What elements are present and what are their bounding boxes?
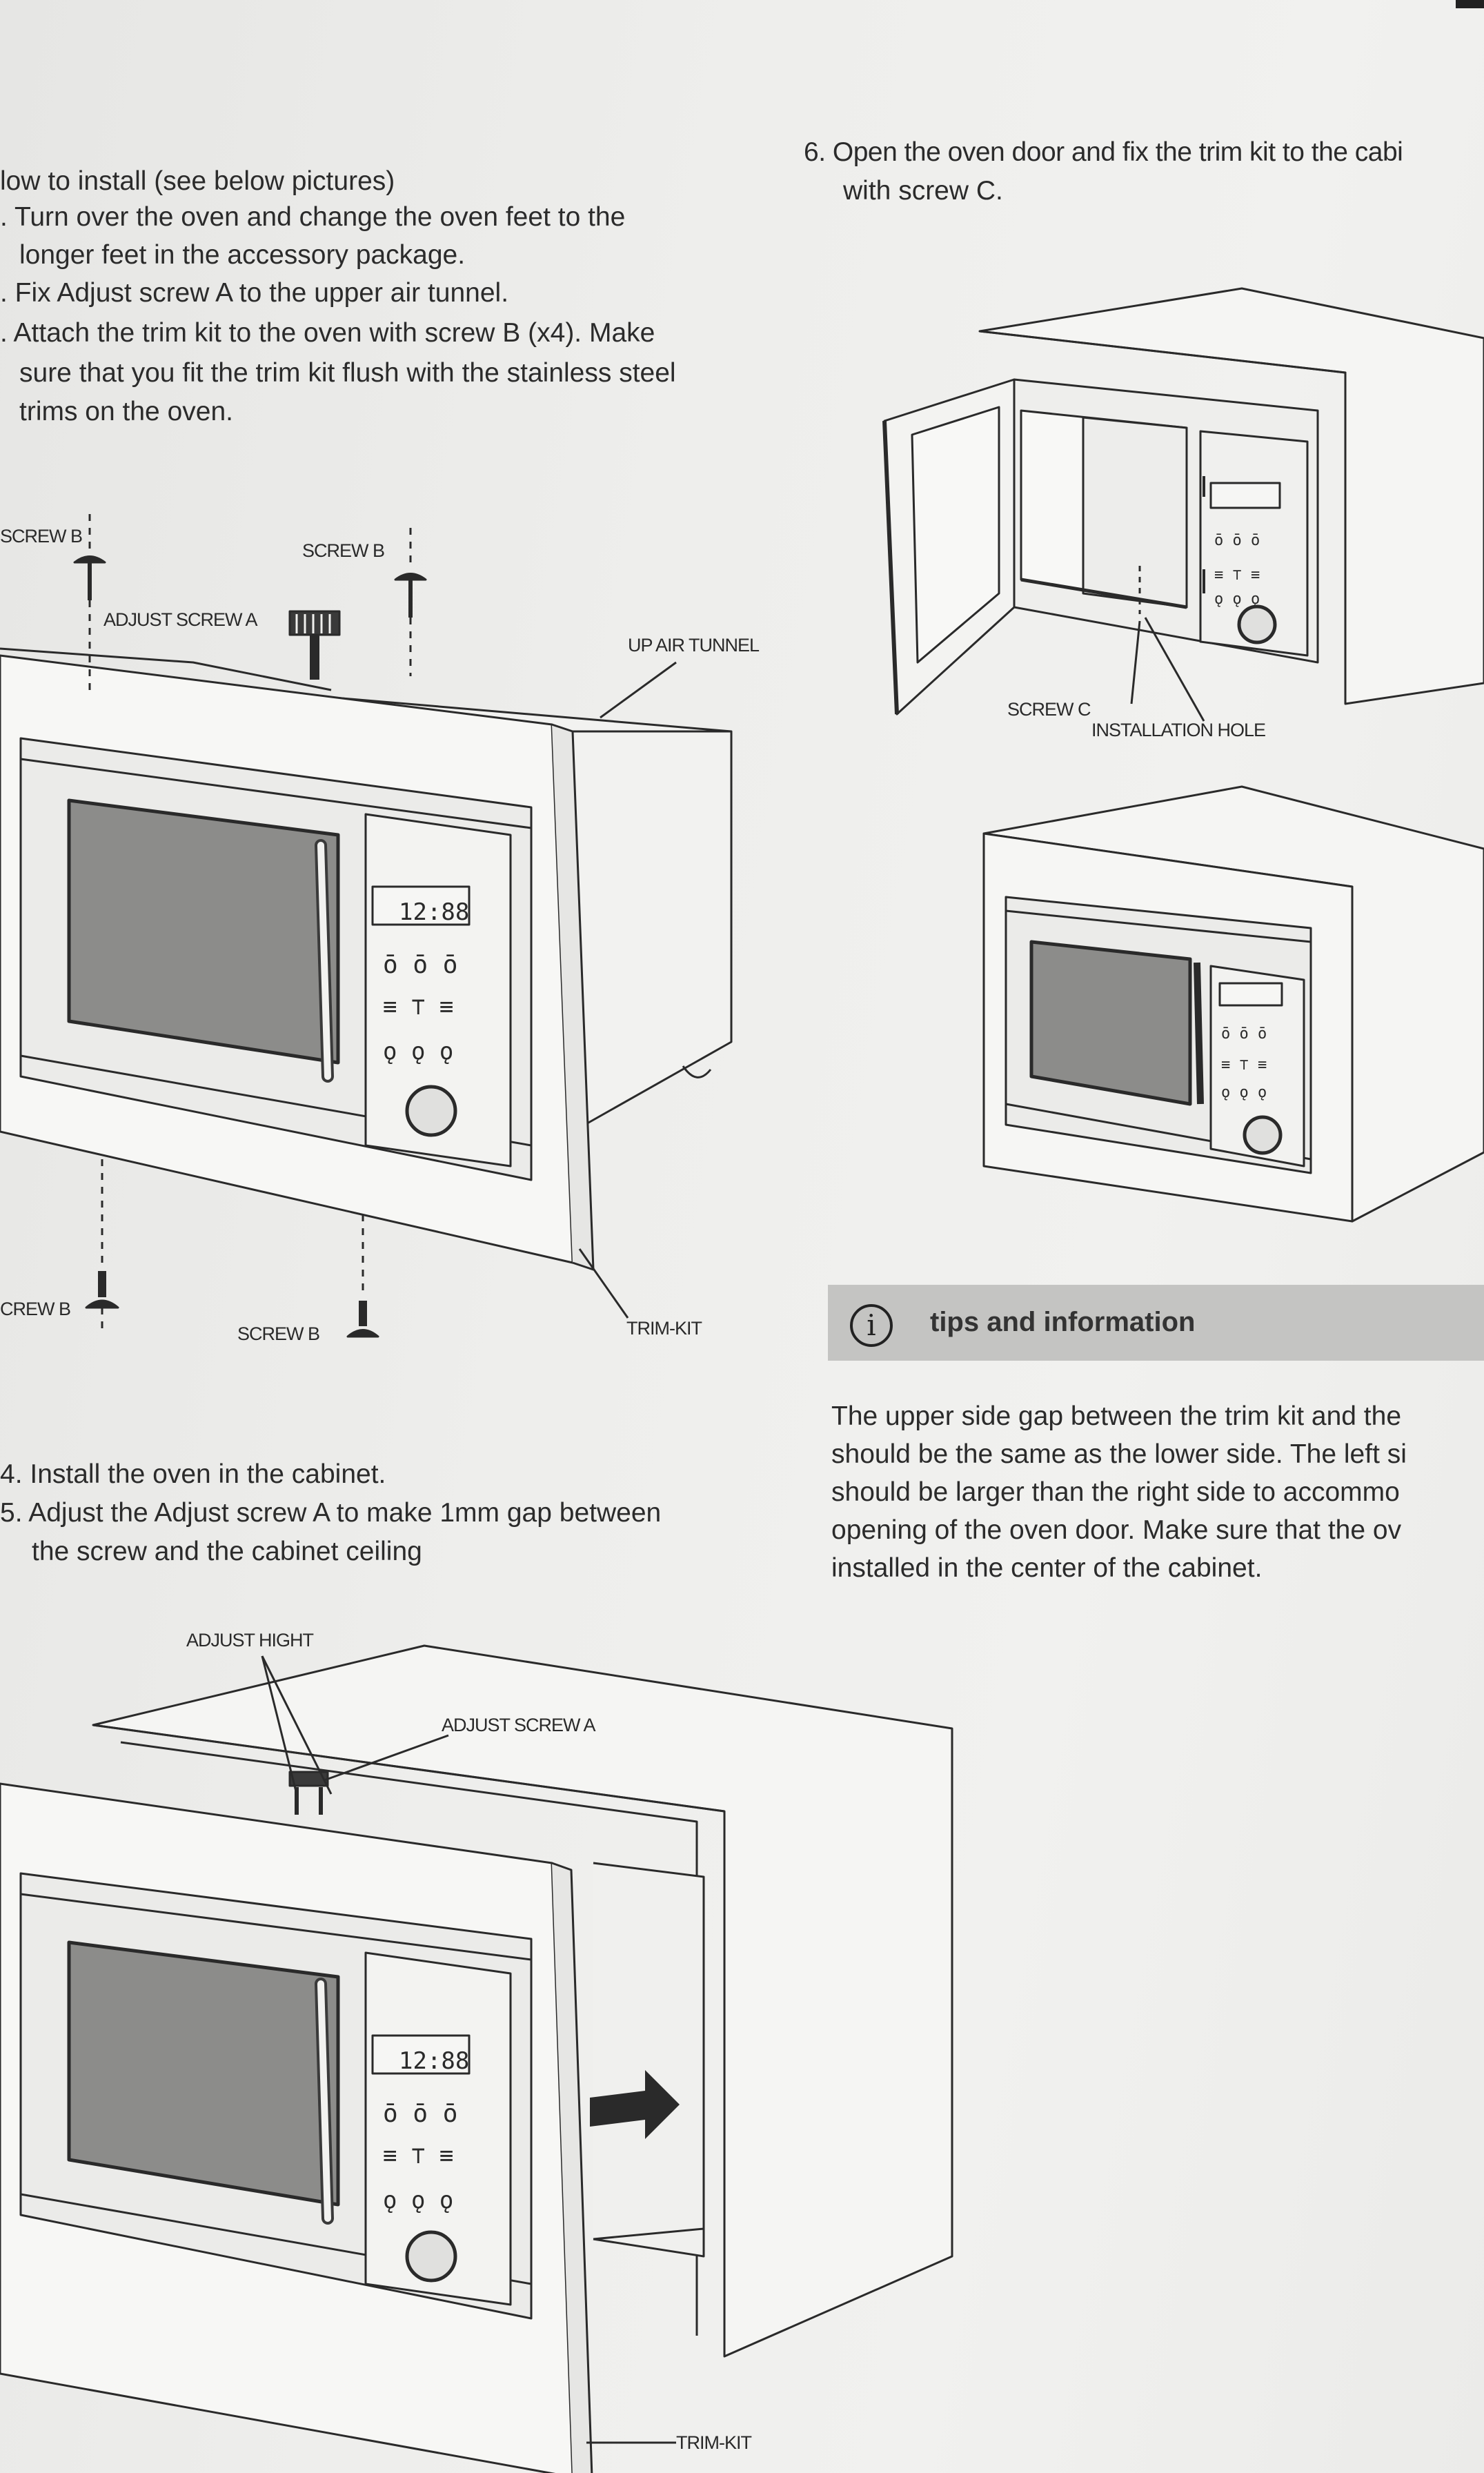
figure-1-button-row-3: ǫ ǫ ǫ xyxy=(383,1038,453,1065)
tips-line-5: installed in the center of the cabinet. xyxy=(831,1553,1263,1583)
figure-3-button-row-2: ≡ ⊤ ≡ xyxy=(383,2142,453,2169)
install-heading: low to install (see below pictures) xyxy=(0,166,395,196)
label-adjust-hight: ADJUST HIGHT xyxy=(186,1630,314,1651)
step-1-line-1: . Turn over the oven and change the oven… xyxy=(0,202,626,232)
step-6-line-1: 6. Open the oven door and fix the trim k… xyxy=(804,137,1403,167)
figure-2b-button-row-2: ≡ ⊤ ≡ xyxy=(1221,1056,1267,1074)
label-trim-kit-1: TRIM-KIT xyxy=(626,1318,702,1339)
figure-1-button-row-1: ō ō ō xyxy=(383,951,457,979)
step-3-line-2: sure that you fit the trim kit flush wit… xyxy=(19,358,676,388)
tips-title: tips and information xyxy=(930,1307,1196,1337)
figure-3-display: 12:88 xyxy=(399,2047,469,2075)
step-3-line-3: trims on the oven. xyxy=(19,397,233,426)
page-corner-tab xyxy=(1456,0,1484,8)
adjust-screw-a xyxy=(288,610,341,680)
figure-2b-button-row-1: ō ō ō xyxy=(1221,1025,1267,1043)
tips-line-3: should be larger than the right side to … xyxy=(831,1477,1400,1507)
step-5-line-1: 5. Adjust the Adjust screw A to make 1mm… xyxy=(0,1498,662,1528)
step-3-line-1: . Attach the trim kit to the oven with s… xyxy=(0,318,655,348)
figure-3-button-row-1: ō ō ō xyxy=(383,2100,457,2128)
figure-1-button-row-2: ≡ ⊤ ≡ xyxy=(383,993,453,1021)
tips-line-1: The upper side gap between the trim kit … xyxy=(831,1401,1402,1431)
screw-b-bottom-left xyxy=(85,1159,119,1335)
label-up-air-tunnel: UP AIR TUNNEL xyxy=(628,635,760,656)
step-4: 4. Install the oven in the cabinet. xyxy=(0,1459,386,1489)
label-installation-hole: INSTALLATION HOLE xyxy=(1091,720,1266,740)
label-trim-kit-2: TRIM-KIT xyxy=(676,2432,752,2453)
figure-3-button-row-3: ǫ ǫ ǫ xyxy=(383,2187,453,2214)
step-2: . Fix Adjust screw A to the upper air tu… xyxy=(0,278,509,308)
label-screw-b-bottom-left: CREW B xyxy=(0,1299,71,1319)
screw-b-top-mid xyxy=(394,528,427,676)
figure-2b-button-row-3: ǫ ǫ ǫ xyxy=(1221,1084,1267,1101)
tips-line-4: opening of the oven door. Make sure that… xyxy=(831,1515,1402,1545)
label-adjust-screw-a-2: ADJUST SCREW A xyxy=(442,1715,596,1735)
figure-2-button-row-2: ≡ ⊤ ≡ xyxy=(1214,566,1260,584)
tips-line-2: should be the same as the lower side. Th… xyxy=(831,1439,1407,1469)
label-screw-c: SCREW C xyxy=(1007,699,1091,720)
label-screw-b-bottom-mid: SCREW B xyxy=(237,1323,320,1344)
label-screw-b-top-mid: SCREW B xyxy=(302,540,385,561)
tips-header-bar xyxy=(828,1285,1484,1361)
label-adjust-screw-a: ADJUST SCREW A xyxy=(103,609,258,630)
step-5-line-2: the screw and the cabinet ceiling xyxy=(32,1537,422,1566)
figure-1-display: 12:88 xyxy=(399,898,469,926)
label-screw-b-top-left: SCREW B xyxy=(0,526,83,546)
step-1-line-2: longer feet in the accessory package. xyxy=(19,240,466,270)
figure-2-button-row-3: ǫ ǫ ǫ xyxy=(1214,591,1260,608)
slide-in-arrow-icon xyxy=(590,2070,680,2139)
figure-2-button-row-1: ō ō ō xyxy=(1214,532,1260,549)
screw-b-bottom-mid xyxy=(346,1214,379,1338)
step-6-line-2: with screw C. xyxy=(843,176,1003,206)
info-icon: i xyxy=(850,1304,893,1347)
screw-b-top-left xyxy=(73,514,106,690)
